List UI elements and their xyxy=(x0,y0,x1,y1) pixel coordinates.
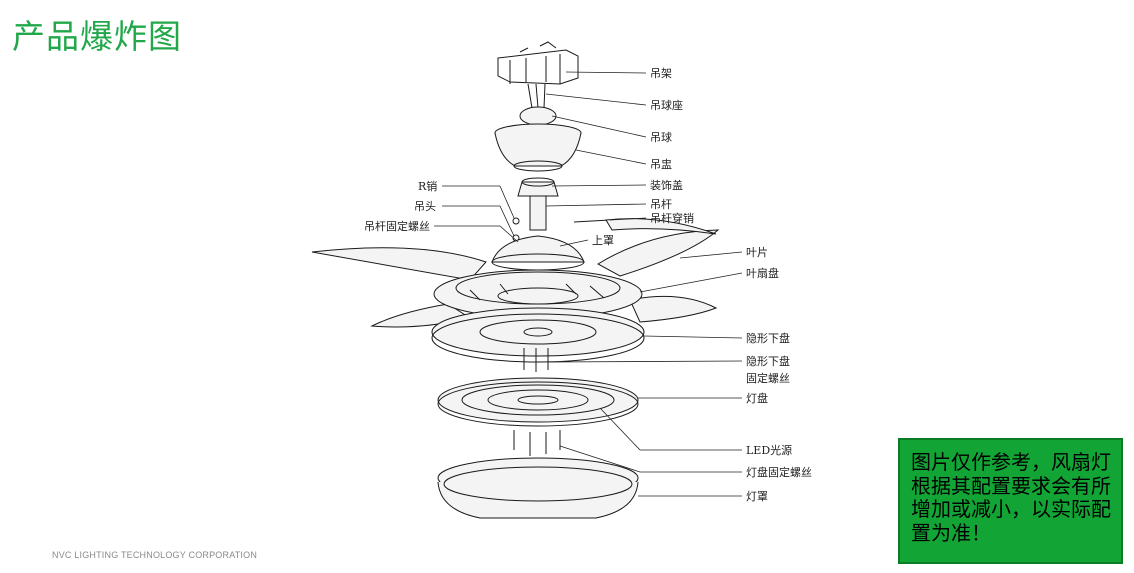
label-canopy: 吊盅 xyxy=(650,158,672,171)
hidden-lower-disc-drawing xyxy=(431,307,645,363)
label-rod-pin: 吊杆穿销 xyxy=(650,211,694,225)
ball-drawing xyxy=(519,106,557,126)
screws-1-drawing xyxy=(523,348,549,372)
hanger-bracket-drawing xyxy=(497,41,579,109)
label-lamp-disc-screw: 灯盘固定螺丝 xyxy=(746,465,812,479)
rod-drawing xyxy=(512,195,611,242)
blade-disc-drawing xyxy=(433,269,643,319)
blades-drawing xyxy=(311,218,720,328)
disclaimer-note: 图片仅作参考，风扇灯根据其配置要求会有所增加或减小，以实际配置为准！ xyxy=(898,438,1123,564)
label-ball-seat: 吊球座 xyxy=(650,98,683,112)
screws-2-drawing xyxy=(513,430,561,456)
label-led-source: LED光源 xyxy=(746,443,792,457)
label-lamp-disc: 灯盘 xyxy=(746,391,768,405)
label-rod-screw: 吊杆固定螺丝 xyxy=(364,219,430,233)
label-upper-cover: 上罩 xyxy=(592,234,614,247)
label-hidden-lower-screw-line2: 固定螺丝 xyxy=(746,371,790,385)
label-blade-disc: 叶扇盘 xyxy=(746,266,779,280)
label-decor-cover: 装饰盖 xyxy=(650,178,683,192)
label-r-pin: R销 xyxy=(418,179,437,193)
upper-cover-drawing xyxy=(491,235,585,271)
label-blade: 叶片 xyxy=(746,246,768,259)
label-ball: 吊球 xyxy=(650,130,672,144)
lamp-shade-drawing xyxy=(437,457,639,519)
label-hidden-lower-disc: 隐形下盘 xyxy=(746,331,790,345)
label-hanger-bracket: 吊架 xyxy=(650,67,672,80)
label-lamp-shade: 灯罩 xyxy=(746,490,768,503)
canopy-drawing xyxy=(494,123,582,172)
label-hidden-lower-screw-line1: 隐形下盘 xyxy=(746,354,790,368)
label-rod: 吊杆 xyxy=(650,197,672,211)
page-title: 产品爆炸图 xyxy=(12,17,182,56)
lamp-disc-drawing xyxy=(437,377,639,427)
decor-cover-drawing xyxy=(517,177,559,197)
label-hanger-head: 吊头 xyxy=(414,200,436,213)
leader-lines xyxy=(434,71,743,497)
company-footer: NVC LIGHTING TECHNOLOGY CORPORATION xyxy=(52,550,258,560)
